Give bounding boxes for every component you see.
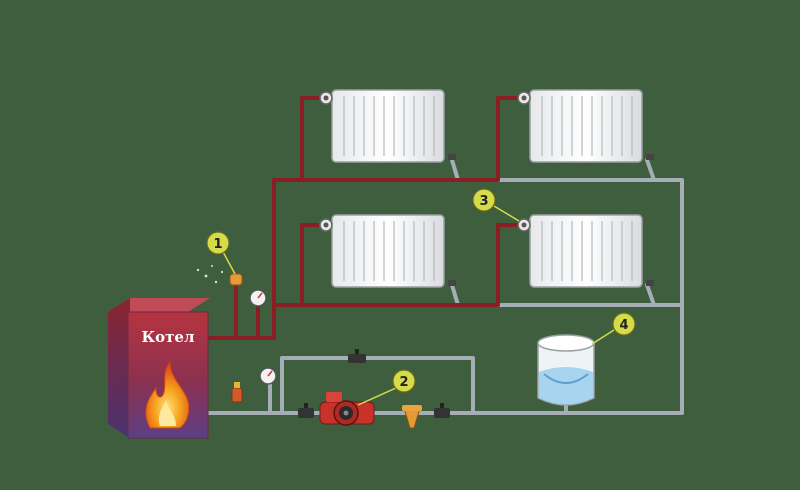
flame-icon bbox=[145, 360, 190, 429]
marker-4: 4 bbox=[591, 312, 636, 345]
radiator-top-right bbox=[517, 89, 654, 163]
marker-3-number: 3 bbox=[479, 194, 488, 209]
safety-group bbox=[196, 265, 267, 307]
radiator-bottom-right bbox=[517, 214, 654, 288]
circulation-pump-icon bbox=[319, 392, 375, 426]
bleed-valve-icon bbox=[448, 280, 456, 286]
return-instruments bbox=[231, 349, 450, 418]
ball-valve-icon bbox=[434, 403, 450, 418]
radiator-bottom-left bbox=[319, 214, 456, 288]
bypass-valve-icon bbox=[348, 349, 366, 363]
bleed-valve-icon bbox=[448, 154, 456, 160]
marker-2-number: 2 bbox=[399, 375, 408, 390]
bleed-valve-icon bbox=[646, 154, 654, 160]
supply-pipes bbox=[203, 96, 522, 340]
radiator-top-left bbox=[319, 89, 456, 163]
air-vent-icon bbox=[229, 273, 243, 286]
marker-2: 2 bbox=[357, 369, 416, 406]
marker-1: 1 bbox=[206, 231, 236, 275]
bleed-valve-icon bbox=[646, 280, 654, 286]
expansion-tank-icon bbox=[537, 334, 595, 406]
marker-4-number: 4 bbox=[619, 318, 628, 333]
boiler-label: Котел bbox=[141, 328, 194, 346]
boiler: Котел bbox=[108, 298, 210, 439]
strainer-filter-icon bbox=[402, 405, 422, 429]
ball-valve-icon bbox=[298, 403, 314, 418]
vapor-icon bbox=[196, 265, 224, 284]
safety-valve-icon bbox=[231, 387, 243, 403]
marker-3: 3 bbox=[472, 188, 520, 222]
marker-1-number: 1 bbox=[213, 237, 222, 252]
